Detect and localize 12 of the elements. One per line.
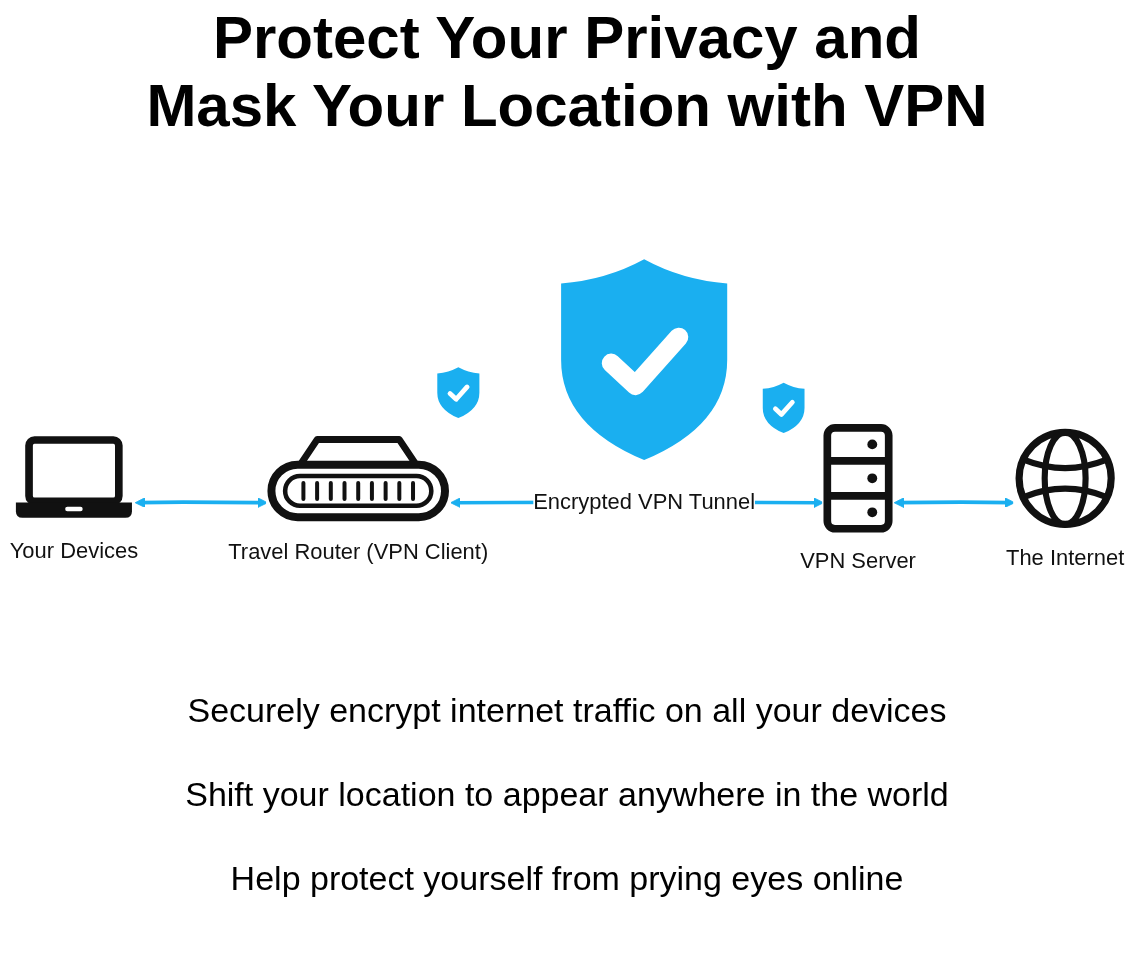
title: Protect Your Privacy and Mask Your Location with VPN (145, 4, 989, 140)
server-node: VPN Server (797, 422, 919, 581)
edge-label: Encrypted VPN Tunnel (533, 489, 756, 514)
benefit-text: Help protect yourself from prying eyes online (230, 858, 904, 898)
router-node: Travel Router (VPN Client) (225, 431, 491, 572)
node-label: Travel Router (VPN Client) (228, 539, 489, 565)
node-label: VPN Server (800, 549, 916, 574)
benefit-text: Shift your location to appear anywhere in the world (185, 774, 949, 814)
arrow (134, 497, 268, 508)
node-label: The Internet (1006, 545, 1125, 570)
benefit-text: Securely encrypt internet traffic on all your devices (187, 690, 947, 730)
node-label: Your Devices (9, 538, 139, 563)
